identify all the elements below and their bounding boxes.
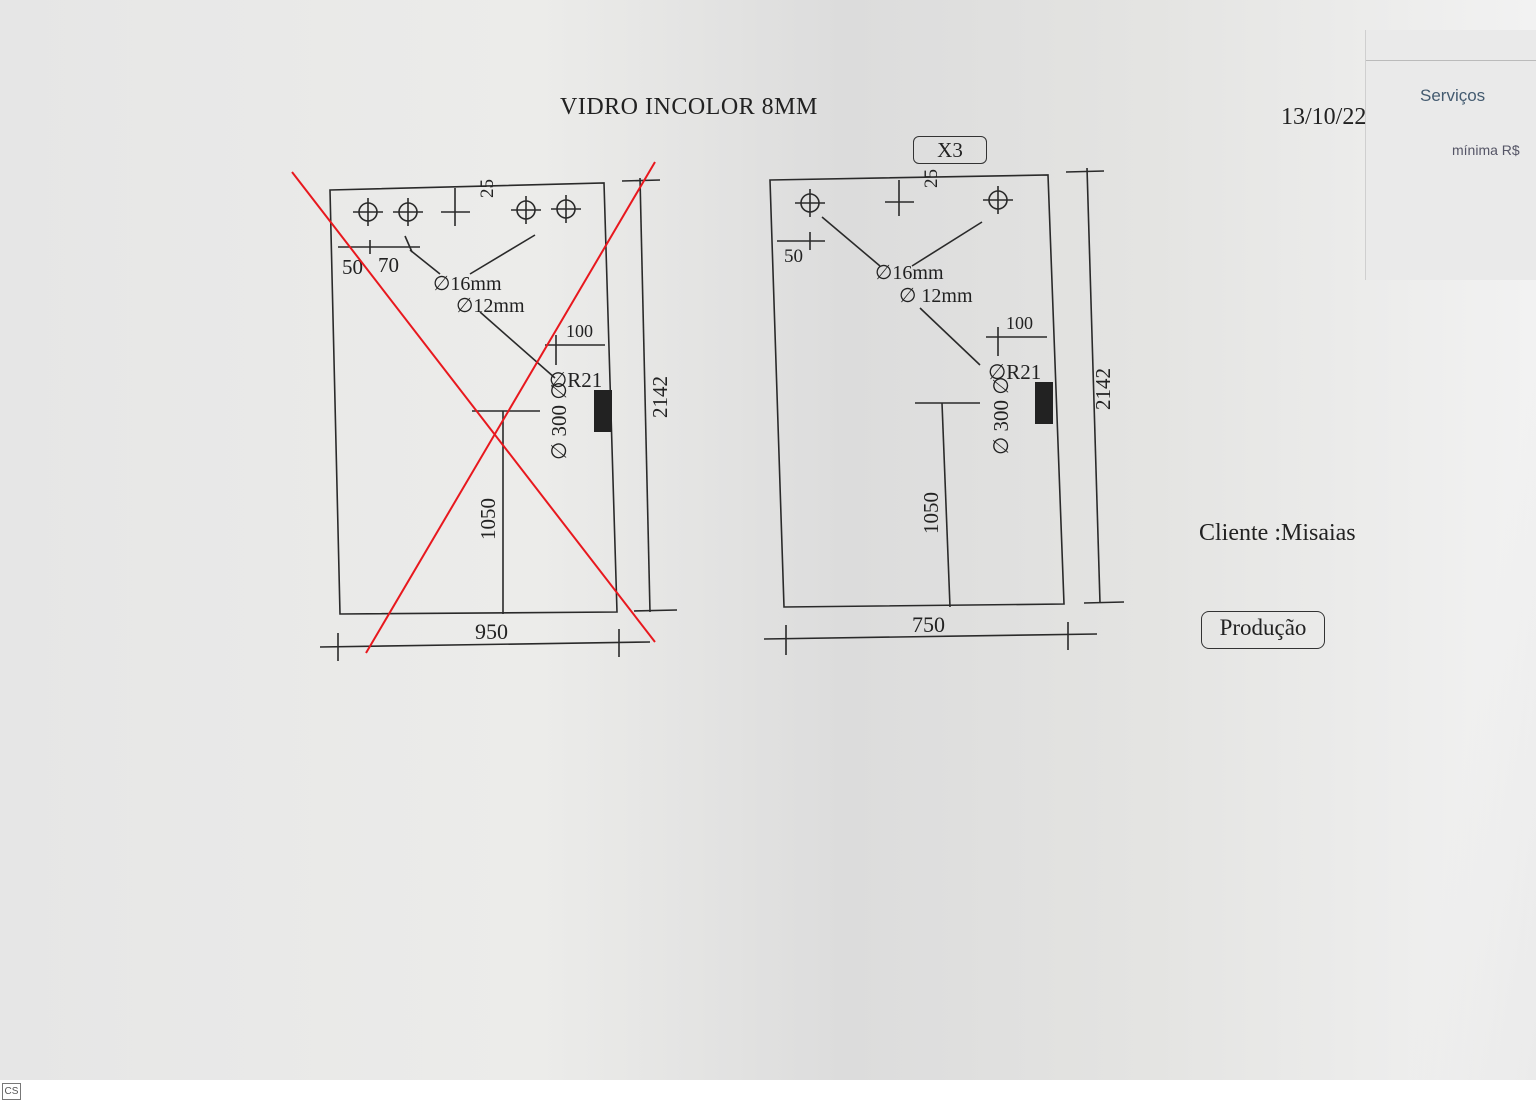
paper-sheet [0,0,1536,1080]
document-title: VIDRO INCOLOR 8MM [560,94,818,120]
drawing-right-labels: 25 50 ∅16mm ∅ 12mm 100 ∅R21 ∅ 300 ∅ 1050… [784,169,1115,637]
status-badge: Produção [1201,611,1325,649]
quantity-badge: X3 [913,136,987,164]
hole-markers-right [795,186,1013,217]
label-100-right: 100 [1006,313,1033,333]
label-hole-16-right: ∅16mm [875,262,944,284]
label-50-right: 50 [784,246,803,267]
handle-block-left [594,390,612,432]
label-handle-left: ∅ 300 ∅ [547,381,571,460]
label-2142-right: 2142 [1091,368,1115,410]
label-hole-12-left: ∅12mm [456,295,525,317]
drawing-left-labels: 25 50 70 ∅16mm ∅12mm 100 ∅R21 ∅ 300 ∅ 10… [342,179,672,644]
hole-markers-left [353,195,581,226]
label-25-left: 25 [477,179,498,198]
drawing-right [763,167,1125,655]
label-750-right: 750 [912,612,945,637]
technical-drawing: 25 50 70 ∅16mm ∅12mm 100 ∅R21 ∅ 300 ∅ 10… [291,161,1125,661]
handle-block-right [1035,382,1053,424]
label-100-left: 100 [566,321,593,341]
camscanner-logo-icon: CS [2,1083,21,1100]
label-1050-right: 1050 [919,492,943,534]
drawing-left [319,177,678,661]
label-hole-12-right: ∅ 12mm [899,285,973,307]
glass-panel-right [769,174,1065,608]
label-70-left: 70 [378,253,399,277]
label-radius-left: ∅R21 [549,368,602,392]
label-handle-right: ∅ 300 ∅ [989,376,1013,455]
label-1050-left: 1050 [476,498,500,540]
scanner-footer: CS [0,1080,1536,1103]
label-hole-16-left: ∅16mm [433,273,502,295]
label-radius-right: ∅R21 [988,360,1041,384]
label-2142-left: 2142 [648,376,672,418]
glass-panel-left [329,182,618,615]
label-950-left: 950 [475,619,508,644]
cross-out-mark [291,161,656,654]
label-50-left: 50 [342,255,363,279]
label-25-right: 25 [921,169,942,188]
